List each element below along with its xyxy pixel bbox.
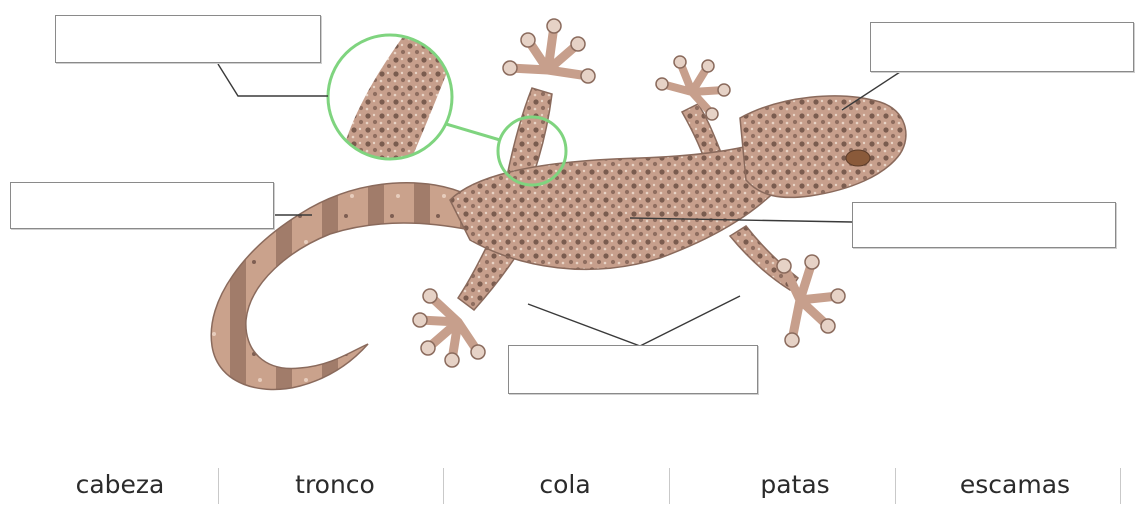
word-cola[interactable]: cola (480, 462, 650, 508)
answer-box-tail[interactable] (10, 182, 274, 229)
leader-line-scales (218, 64, 328, 96)
gecko-back-right-leg (730, 226, 845, 347)
answer-box-legs[interactable] (508, 345, 758, 394)
answer-box-scales[interactable] (55, 15, 321, 63)
gecko-body (450, 140, 790, 269)
gecko-front-right-leg (656, 56, 730, 158)
answer-box-body[interactable] (852, 202, 1116, 248)
word-escamas[interactable]: escamas (925, 462, 1105, 508)
word-cabeza[interactable]: cabeza (30, 462, 210, 508)
word-patas[interactable]: patas (710, 462, 880, 508)
word-tronco[interactable]: tronco (250, 462, 420, 508)
gecko-head (740, 96, 906, 198)
word-bank: cabeza tronco cola patas escamas (0, 462, 1136, 508)
leader-line-legs (528, 296, 740, 346)
answer-box-head[interactable] (870, 22, 1134, 72)
